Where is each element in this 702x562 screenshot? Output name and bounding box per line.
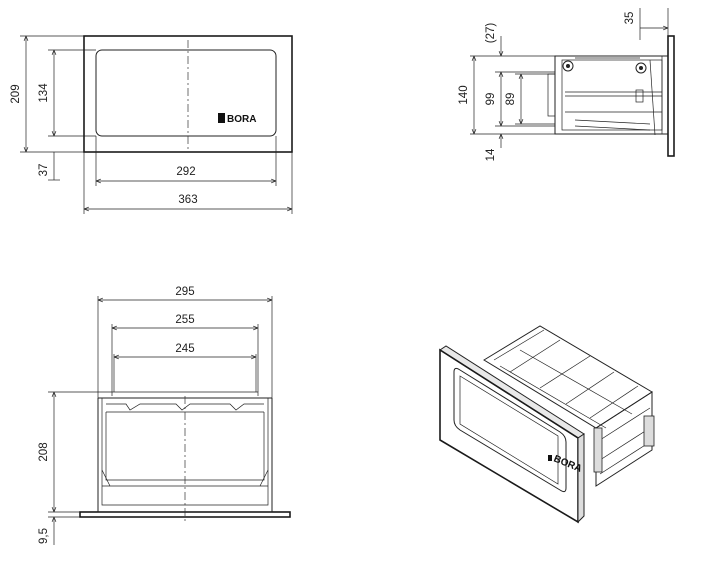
bottom-view: 295 255 245 208 9,5	[38, 286, 291, 545]
dim-37: 37	[38, 164, 50, 177]
front-frame-outer	[83, 35, 293, 153]
dim-245: 245	[175, 343, 194, 355]
isometric-view: BORA	[439, 325, 655, 524]
dim-140: 140	[458, 85, 470, 104]
dim-99: 99	[485, 93, 497, 106]
iso-body-side	[595, 391, 653, 487]
side-view: 35 (27) 140 99 89 14	[458, 8, 675, 161]
front-logo-text: BORA	[227, 114, 256, 125]
side-front-plate	[667, 35, 675, 157]
dim-292: 292	[176, 166, 195, 178]
side-body	[554, 55, 669, 135]
dim-14: 14	[485, 148, 497, 161]
dim-9-5: 9,5	[38, 528, 50, 544]
front-frame-opening	[95, 49, 277, 137]
dim-295: 295	[175, 286, 194, 298]
front-view: BORA 209 134 37 292 363	[10, 35, 293, 214]
dim-27: (27)	[485, 23, 497, 44]
dim-363: 363	[178, 194, 197, 206]
iso-body-top	[483, 325, 653, 429]
iso-logo-mark	[548, 455, 552, 461]
dim-255: 255	[175, 314, 194, 326]
iso-front-frame	[439, 348, 579, 524]
dim-134: 134	[38, 83, 50, 103]
dim-35: 35	[624, 12, 636, 25]
dim-208: 208	[38, 442, 50, 461]
iso-front-opening	[453, 367, 567, 493]
dim-89: 89	[505, 93, 517, 106]
front-logo-mark	[218, 113, 225, 123]
dim-209: 209	[10, 84, 22, 103]
